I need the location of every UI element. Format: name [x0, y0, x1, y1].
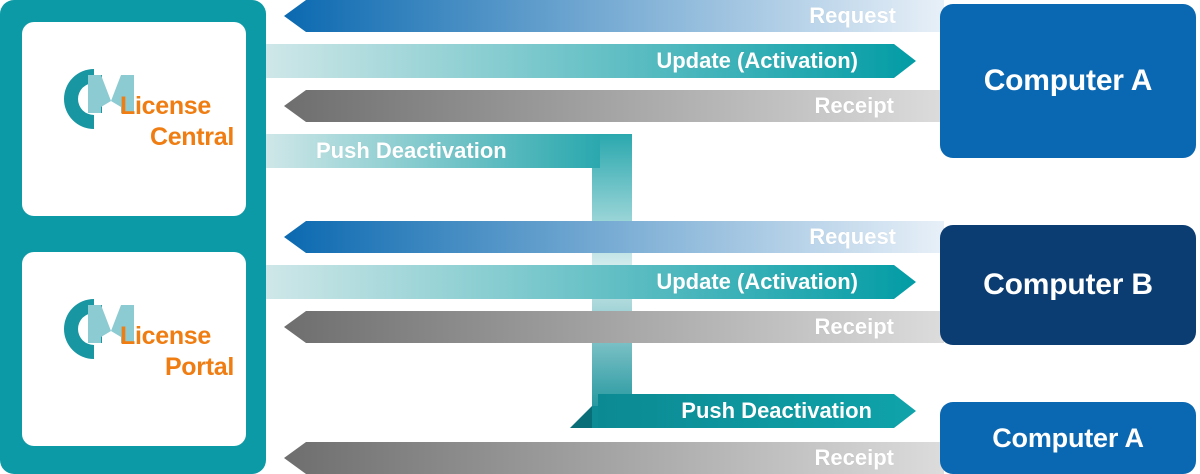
flow-band-request-top — [284, 0, 944, 32]
flow-receipt-bottom[interactable]: Receipt — [284, 442, 944, 474]
flow-band-push-deactivation-bottom — [598, 394, 916, 428]
logo-line-1: License — [120, 92, 212, 120]
flow-update-activation-mid[interactable]: Update (Activation) — [266, 265, 916, 299]
logo-line-1: License — [120, 322, 212, 350]
flow-band-receipt-bottom — [284, 442, 944, 474]
license-central-logo: License Central — [36, 55, 234, 183]
flow-receipt-mid[interactable]: Receipt — [284, 311, 944, 343]
computer-node-computer-a-bottom[interactable]: Computer A — [940, 402, 1196, 474]
flow-request-top[interactable]: Request — [284, 0, 944, 32]
flow-request-mid[interactable]: Request — [284, 221, 944, 253]
flow-band-receipt-top — [284, 90, 944, 122]
license-central-wordmark: License Central — [120, 91, 236, 153]
license-portal-logo: License Portal — [36, 285, 234, 413]
license-portal-card[interactable]: License Portal — [22, 252, 246, 446]
flow-push-deactivation-top[interactable]: Push Deactivation — [266, 134, 600, 168]
computer-node-label: Computer B — [983, 268, 1153, 301]
computer-node-computer-a-top[interactable]: Computer A — [940, 4, 1196, 158]
flow-band-request-mid — [284, 221, 944, 253]
codemeter-cm-logo-icon — [64, 299, 134, 359]
flow-receipt-top[interactable]: Receipt — [284, 90, 944, 122]
logo-line-2: Portal — [164, 353, 234, 381]
flow-band-update-activation-top — [266, 44, 916, 78]
flow-update-activation-top[interactable]: Update (Activation) — [266, 44, 916, 78]
computer-node-label: Computer A — [992, 422, 1144, 453]
flow-band-receipt-mid — [284, 311, 944, 343]
flow-push-deactivation-bottom[interactable]: Push Deactivation — [598, 394, 916, 428]
flow-band-update-activation-mid — [266, 265, 916, 299]
codemeter-cm-logo-icon — [64, 69, 134, 129]
logo-line-2: Central — [149, 123, 234, 151]
computer-node-label: Computer A — [983, 64, 1153, 97]
license-central-card[interactable]: License Central — [22, 22, 246, 216]
flow-band-push-deactivation-top — [266, 134, 600, 168]
license-portal-wordmark: License Portal — [120, 321, 236, 383]
computer-node-computer-b[interactable]: Computer B — [940, 225, 1196, 345]
